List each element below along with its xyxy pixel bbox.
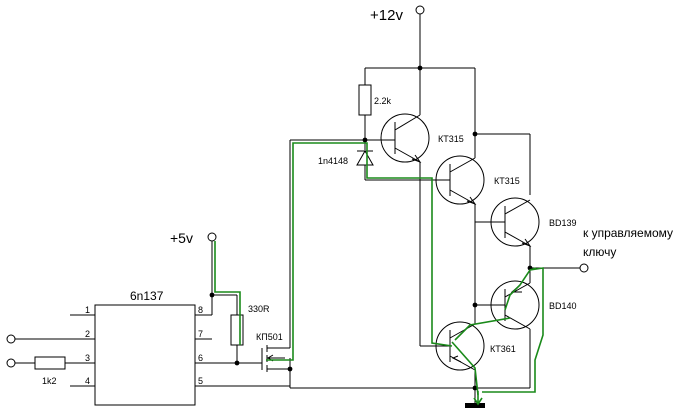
label-12v: +12v [370, 7, 403, 24]
label-diode: 1n4148 [318, 156, 348, 166]
label-330r: 330R [248, 304, 270, 314]
terminal-5v [207, 232, 217, 242]
ground [290, 385, 530, 408]
pin-7-label: 7 [198, 329, 203, 339]
label-q4: BD140 [549, 301, 577, 311]
label-5v: +5v [170, 230, 193, 246]
diode-1n4148: 1n4148 [318, 140, 440, 181]
label-out-2: ключу [583, 245, 616, 259]
terminal-in-2 [6, 358, 16, 368]
output: к управляемому ключу [530, 226, 673, 273]
label-q1: КТ315 [438, 134, 464, 144]
label-out-1: к управляемому [583, 226, 673, 240]
label-q2: КТ315 [494, 176, 520, 186]
label-fet: КП501 [256, 332, 283, 342]
label-q5: КТ361 [490, 344, 516, 354]
pin-6-label: 6 [198, 353, 203, 363]
pin-8-label: 8 [198, 305, 203, 315]
label-ic: 6n137 [130, 289, 164, 303]
pin-3-label: 3 [85, 353, 90, 363]
pin-5-label: 5 [198, 376, 203, 386]
terminal-output [579, 263, 589, 273]
pin-4-label: 4 [85, 376, 90, 386]
label-q3: BD139 [549, 218, 577, 228]
transistor-q4: BD140 [475, 268, 577, 388]
pin-1-label: 1 [85, 305, 90, 315]
transistor-q2: КТ315 [435, 134, 520, 206]
label-1k2: 1k2 [42, 376, 57, 386]
transistor-q1: КТ315 [365, 68, 464, 164]
resistor-1k2: 1k2 [34, 356, 66, 386]
supply-12v: +12v [365, 5, 475, 71]
supply-5v: +5v [170, 230, 237, 316]
terminal-12v [415, 5, 425, 15]
resistor-2k2: 2.2k [358, 68, 392, 143]
resistor-330r: 330R [230, 295, 270, 366]
transistor-q3: BD139 [474, 197, 577, 271]
terminal-in-1 [6, 334, 16, 344]
pin-2-label: 2 [85, 329, 90, 339]
ic-6n137: 6n137 1 2 3 4 8 7 6 5 [15, 289, 290, 406]
label-2k2: 2.2k [374, 96, 392, 106]
highlight-current-path [214, 142, 544, 406]
